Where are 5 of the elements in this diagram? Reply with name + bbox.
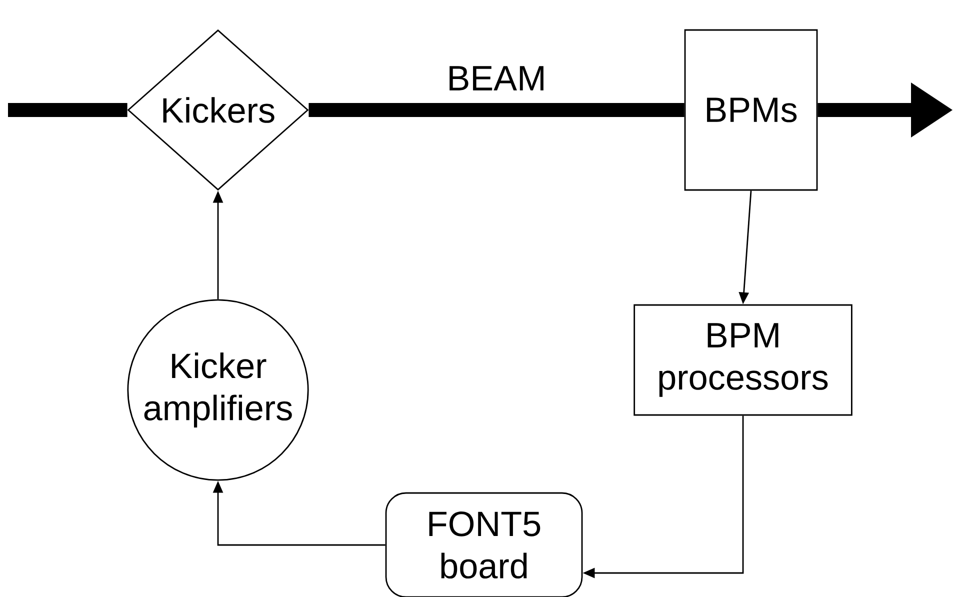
process-box: BPMs xyxy=(684,29,818,191)
edge-label: BEAM xyxy=(450,66,544,90)
process-box: BPM processors xyxy=(634,304,852,416)
rounded-box: FONT5 board xyxy=(385,492,583,597)
circle-node: Kicker amplifiers xyxy=(127,299,309,481)
